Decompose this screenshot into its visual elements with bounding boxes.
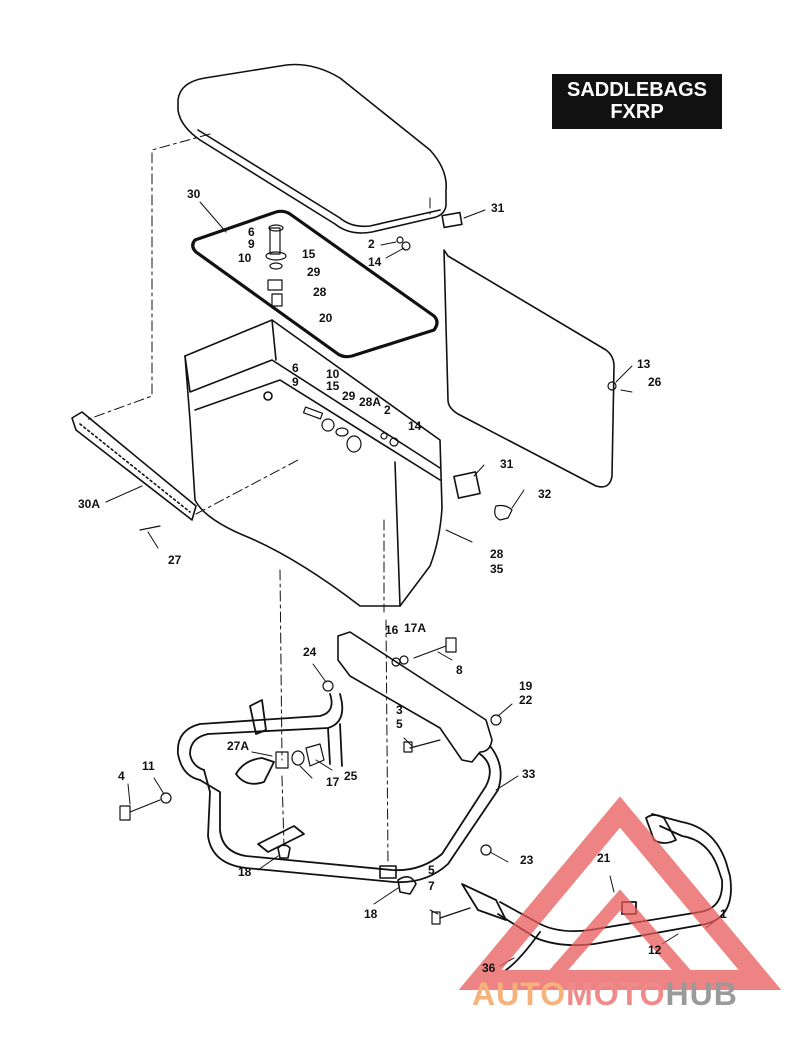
callout-24: 24: [303, 645, 317, 659]
callout-9-lid: 9: [248, 237, 255, 251]
hinge-strip: [71, 411, 197, 521]
callout-11: 11: [142, 759, 155, 773]
callout-19: 19: [519, 679, 533, 693]
callout-4: 4: [118, 769, 125, 783]
latch-hook: [494, 504, 513, 521]
alignment-lines: [85, 133, 431, 865]
pin-27: [139, 525, 161, 531]
callout-8: 8: [456, 663, 463, 677]
callout-20: 20: [319, 311, 333, 325]
callout-14-upper: 14: [368, 255, 382, 269]
title-line-2: FXRP: [610, 101, 664, 123]
callout-32: 32: [538, 487, 552, 501]
callout-7: 7: [428, 879, 435, 893]
saddlebag-box: [184, 319, 443, 607]
lid-latch-hardware: [265, 224, 287, 307]
callout-2-box: 2: [384, 403, 391, 417]
watermark-part-auto: AUTO: [472, 976, 567, 1012]
callout-18-rear: 18: [364, 907, 378, 921]
guard-rail-33: [177, 693, 502, 884]
callout-28A-box: 28A: [359, 395, 382, 409]
callout-17A: 17A: [404, 621, 427, 635]
side-cover-panel: [443, 249, 615, 488]
callout-15-box: 15: [326, 379, 340, 393]
callout-10-box: 10: [326, 367, 340, 381]
callout-29-box: 29: [342, 389, 356, 403]
callout-21: 21: [597, 851, 611, 865]
acorn-nut-18b: [397, 876, 417, 895]
callout-6-lid: 6: [248, 225, 255, 239]
callout-27A: 27A: [227, 739, 250, 753]
watermark-part-hub: HUB: [665, 976, 738, 1012]
callout-18-front: 18: [238, 865, 252, 879]
callout-30: 30: [187, 187, 201, 201]
watermark-logo-text: AUTOMOTOHUB: [472, 976, 738, 1013]
callout-29-lid: 29: [307, 265, 321, 279]
diagram-title: SADDLEBAGS FXRP: [552, 74, 722, 129]
callout-26: 26: [648, 375, 662, 389]
bracket-18b: [379, 865, 397, 879]
callout-36: 36: [482, 961, 496, 975]
callout-9-box: 9: [292, 375, 299, 389]
callout-15-lid: 15: [302, 247, 316, 261]
callout-10-lid: 10: [238, 251, 252, 265]
callout-27: 27: [168, 553, 182, 567]
callout-33: 33: [522, 767, 536, 781]
callout-23: 23: [520, 853, 534, 867]
callout-22: 22: [519, 693, 533, 707]
callout-28-lid: 28: [313, 285, 327, 299]
bolt-8: [391, 637, 457, 667]
callout-6-box: 6: [292, 361, 299, 375]
leader-lines: [105, 201, 717, 967]
callout-1: 1: [720, 907, 727, 921]
title-line-1: SADDLEBAGS: [566, 79, 707, 101]
callout-3: 3: [396, 703, 403, 717]
callout-17: 17: [326, 775, 340, 789]
acorn-nut-18a: [277, 844, 291, 859]
watermark-logo-mark: [458, 796, 782, 990]
callout-2-upper: 2: [368, 237, 375, 251]
saddlebag-lid: [177, 63, 447, 234]
callout-35: 35: [490, 562, 504, 576]
callout-30A: 30A: [78, 497, 101, 511]
callout-5-rear: 5: [428, 863, 435, 877]
latch-block-upper: [441, 211, 463, 229]
callout-5-plate: 5: [396, 717, 403, 731]
misc-fasteners: [119, 680, 502, 925]
callout-31-lower: 31: [500, 457, 514, 471]
lid-gasket: [191, 209, 439, 359]
callout-25: 25: [344, 769, 358, 783]
callout-16: 16: [385, 623, 399, 637]
callout-14-box: 14: [408, 419, 422, 433]
callout-28-box: 28: [490, 547, 504, 561]
callout-13: 13: [637, 357, 651, 371]
spacers-27A-17-25: [275, 743, 325, 769]
latch-block-lower: [453, 471, 481, 499]
mounting-plate: [337, 631, 493, 763]
watermark-part-moto: MOTO: [566, 976, 666, 1012]
callout-31-upper: 31: [491, 201, 505, 215]
callout-12: 12: [648, 943, 662, 957]
box-hardware: [302, 406, 362, 453]
